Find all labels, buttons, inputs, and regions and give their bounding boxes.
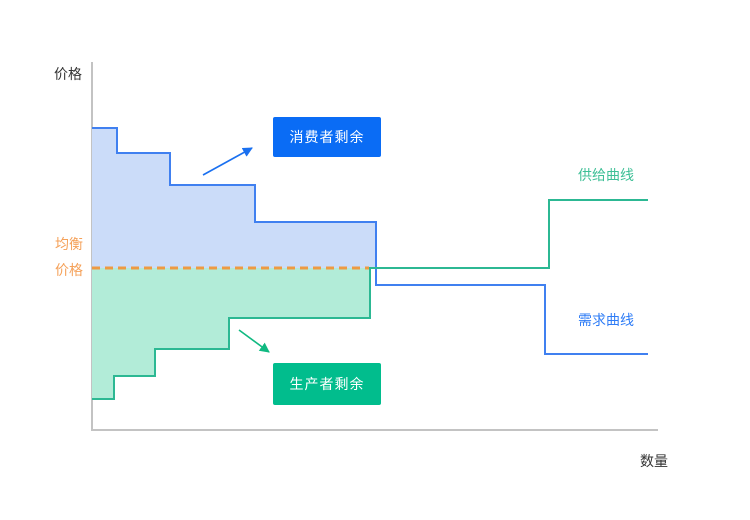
demand-curve-label: 需求曲线: [578, 312, 634, 328]
x-axis-label: 数量: [640, 453, 668, 469]
consumer-surplus-badge: 消费者剩余: [273, 117, 381, 157]
supply-curve-label: 供给曲线: [578, 167, 634, 183]
producer-surplus-badge: 生产者剩余: [273, 363, 381, 405]
y-axis-label: 价格: [54, 66, 82, 82]
equilibrium-price-label-line1: 均衡: [55, 236, 83, 252]
equilibrium-price-label-line2: 价格: [55, 262, 83, 278]
equilibrium-price-label: 均衡 价格: [50, 231, 83, 283]
